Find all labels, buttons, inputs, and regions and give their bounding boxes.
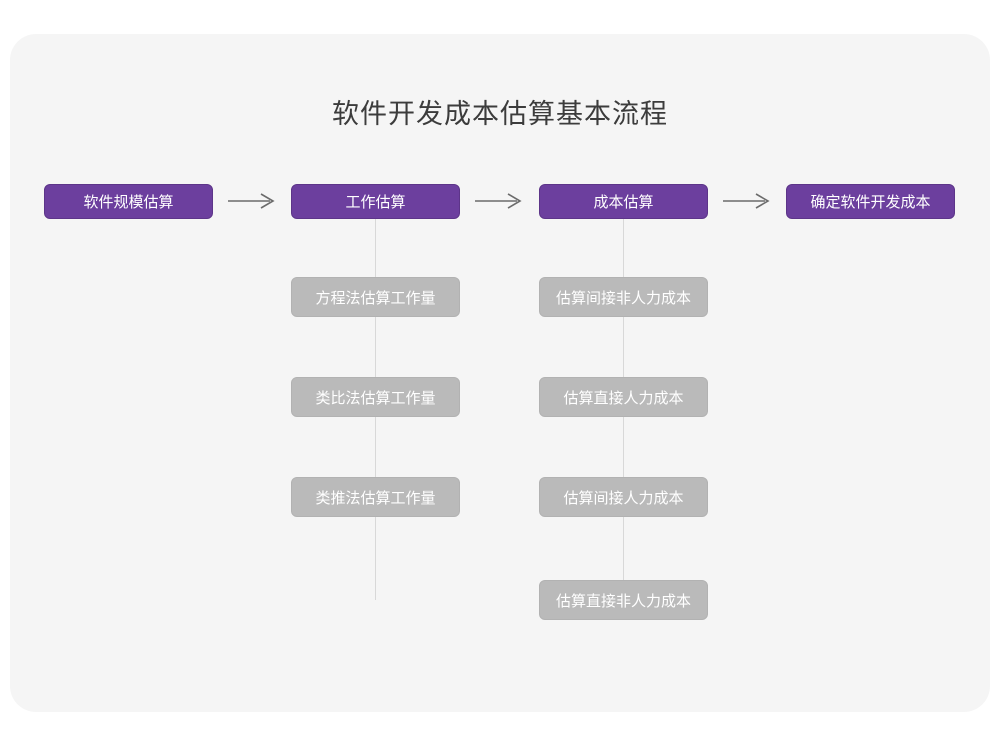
flow-step-determine-development-cost[interactable]: 确定软件开发成本 bbox=[786, 184, 955, 219]
flow-step-effort-estimation[interactable]: 工作估算 bbox=[291, 184, 460, 219]
effort-sub-step-label: 类推法估算工作量 bbox=[315, 489, 436, 507]
card-panel bbox=[10, 34, 990, 712]
cost-sub-step-1[interactable]: 估算间接非人力成本 bbox=[539, 277, 708, 317]
cost-sub-step-label: 估算直接非人力成本 bbox=[555, 592, 691, 610]
effort-sub-step-3[interactable]: 类推法估算工作量 bbox=[291, 477, 460, 517]
effort-sub-step-label: 方程法估算工作量 bbox=[315, 289, 436, 307]
effort-sub-step-label: 类比法估算工作量 bbox=[315, 389, 436, 407]
flow-step-label: 确定软件开发成本 bbox=[810, 194, 931, 211]
page-title: 软件开发成本估算基本流程 bbox=[332, 99, 668, 129]
cost-sub-step-2[interactable]: 估算直接人力成本 bbox=[539, 377, 708, 417]
flow-step-label: 软件规模估算 bbox=[83, 194, 174, 211]
cost-sub-step-3[interactable]: 估算间接人力成本 bbox=[539, 477, 708, 517]
cost-sub-step-4[interactable]: 估算直接非人力成本 bbox=[539, 580, 708, 620]
cost-sub-step-label: 估算间接非人力成本 bbox=[555, 289, 691, 307]
effort-sub-step-1[interactable]: 方程法估算工作量 bbox=[291, 277, 460, 317]
arrow-right-icon-3 bbox=[723, 191, 771, 211]
flow-step-software-size-estimation[interactable]: 软件规模估算 bbox=[44, 184, 213, 219]
flow-step-label: 工作估算 bbox=[345, 194, 406, 211]
flow-step-label: 成本估算 bbox=[593, 194, 654, 211]
cost-sub-step-label: 估算间接人力成本 bbox=[563, 489, 684, 507]
flow-step-cost-estimation[interactable]: 成本估算 bbox=[539, 184, 708, 219]
cost-sub-step-label: 估算直接人力成本 bbox=[563, 389, 684, 407]
effort-sub-step-2[interactable]: 类比法估算工作量 bbox=[291, 377, 460, 417]
arrow-right-icon-2 bbox=[475, 191, 523, 211]
arrow-right-icon-1 bbox=[228, 191, 276, 211]
